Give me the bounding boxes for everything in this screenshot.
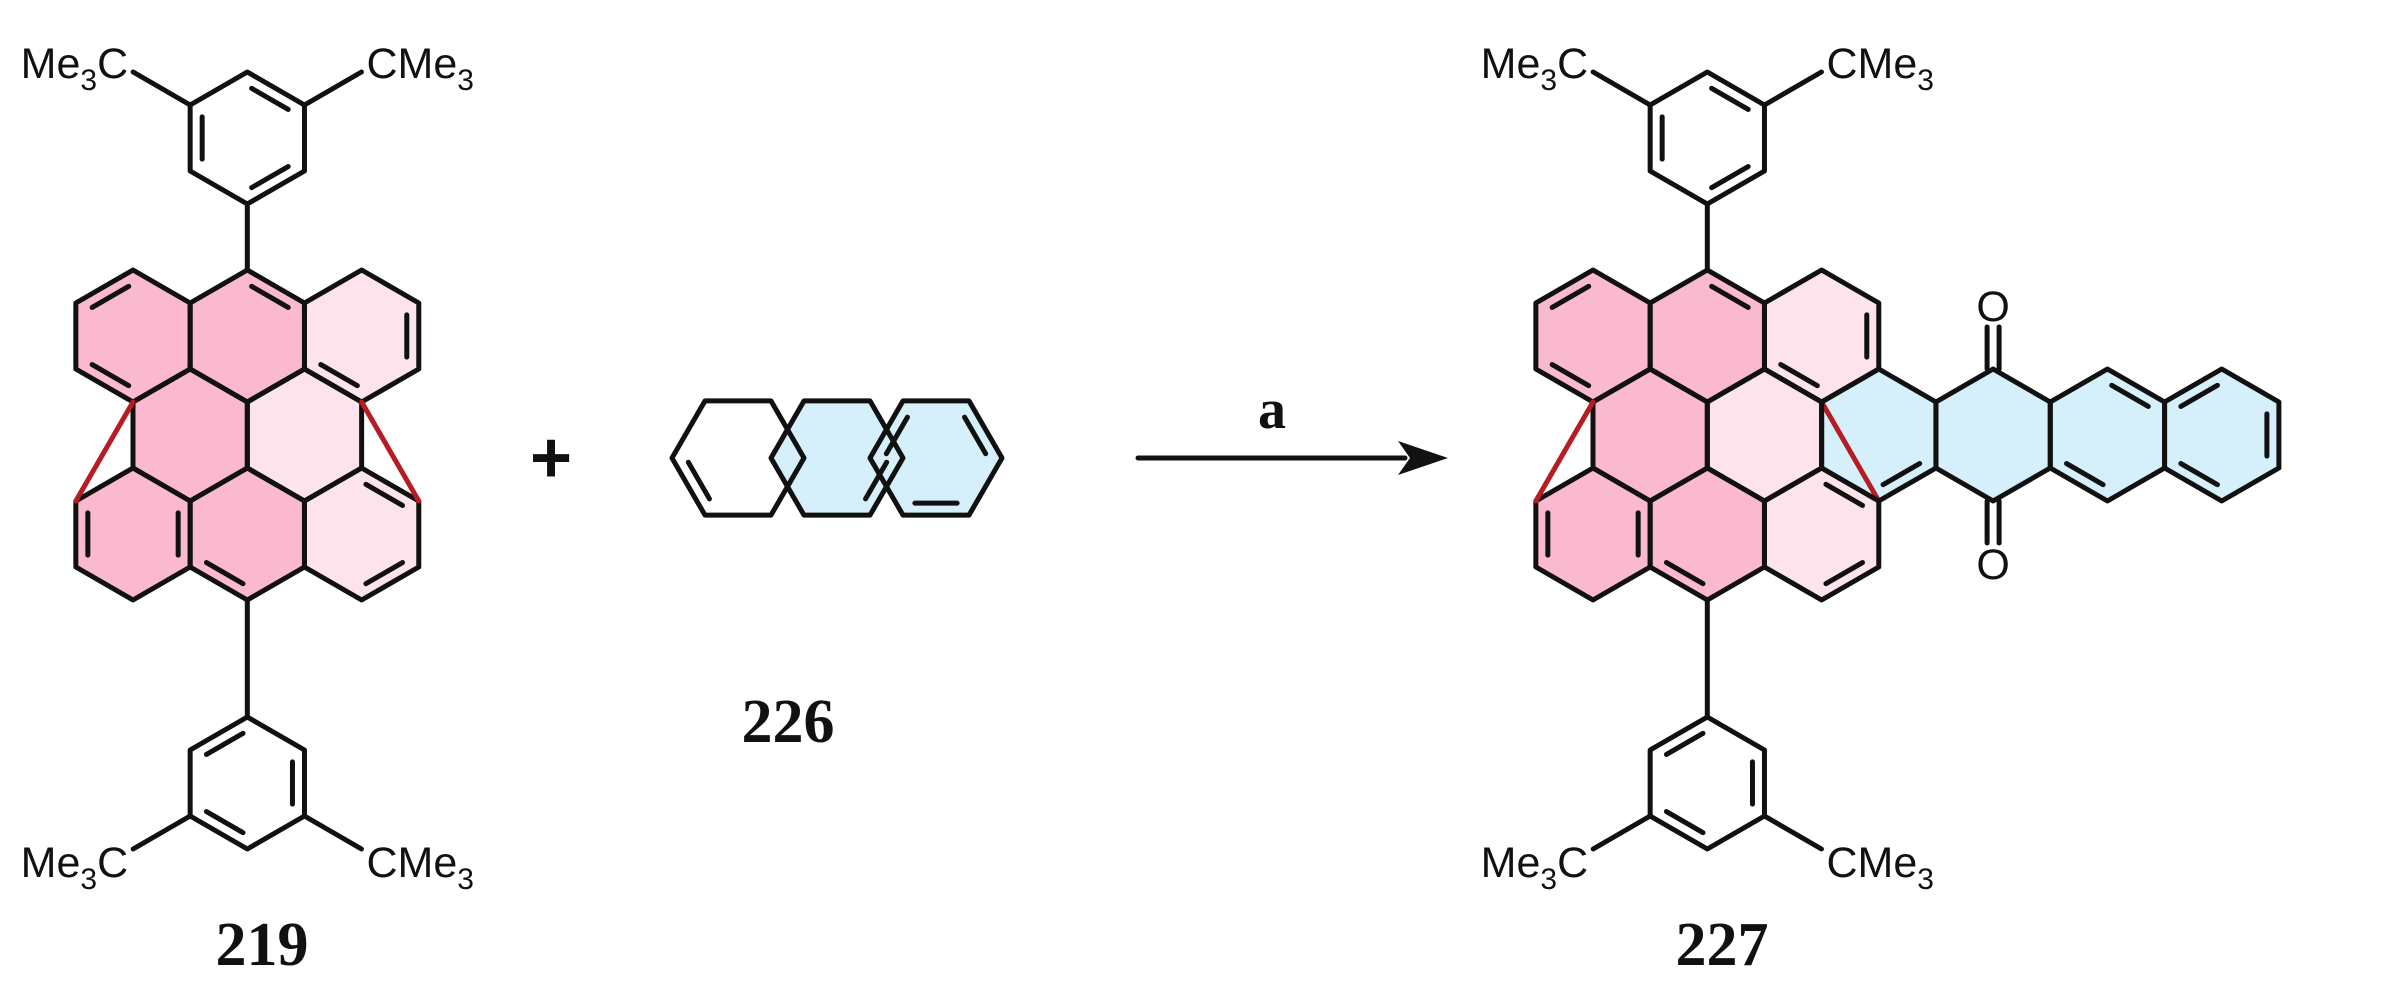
c219-bottom-aryl-ring-double-bond [203,809,246,836]
c227-new-ring-double-bond [1880,461,1923,488]
c227-bay-bond-left [1533,399,1596,504]
reaction-condition: a [1258,379,1286,441]
compound-label-219: 219 [216,911,309,979]
c219-bottom-tbu-left-bond [130,813,193,852]
bonds [73,69,2282,852]
c226-end-ring-fill [870,400,1002,516]
reaction-arrow [1135,441,1448,475]
c227-naphtho-ring-1-double-bond [2109,382,2151,409]
c227-core-ring-upper-left-double-bond [1549,283,1592,310]
c227-core-ring-center-right-fill [1707,369,1822,501]
c227-core-ring-lower-middle-double-bond [1663,560,1706,587]
c219-core-ring-center-left-fill [133,369,248,501]
compound-label-227: 227 [1676,911,1769,979]
c227-top-aryl-ring-double-bond [1709,164,1751,191]
c227-quinone-ring-fill [1935,369,2051,501]
compound-labels: 219 226 227 [216,688,1769,979]
c227-top-tbu-left-label: Me3C [1481,40,1588,97]
c227-top-tbu-right-bond [1761,69,1824,108]
c219-core-ring-lower-middle-double-bond [203,560,246,587]
c219-top-tbu-left-bond [130,69,193,108]
c219-top-aryl-ring-double-bond [249,85,291,112]
c219-top-tbu-left-label: Me3C [21,40,128,97]
c219-core-ring-upper-left-double-bond [89,283,132,310]
compound-label-226: 226 [742,688,835,756]
c227-top-tbu-right-label: CMe3 [1826,40,1933,97]
c227-bay-bond-right [1819,399,1882,504]
c227-bottom-tbu-left-label: Me3C [1481,839,1588,896]
c219-core-ring-upper-left-double-bond [89,362,132,389]
c226-quinone-ring [669,398,807,518]
c227-top-aryl-ring [1647,69,1767,207]
c227-top-tbu-left-bond [1590,69,1653,108]
c219-bottom-tbu-right-bond [301,813,364,852]
c219-top-tbu-right-label: CMe3 [366,40,473,97]
c226-quinone-ring-double-bond [685,459,712,502]
c219-core-ring-lower-right-double-bond [363,560,405,587]
c227-core-ring-upper-left-double-bond [1549,362,1592,389]
c226-end-ring-double-bond [883,414,910,457]
c227-naphtho-ring-2-fill [2164,369,2279,501]
c227-bottom-aryl-ring [1647,714,1767,852]
c219-bottom-tbu-left-label: Me3C [21,839,128,896]
c219-top-aryl-ring-double-bond [249,164,291,191]
c219-core-ring-upper-middle-double-bond [249,283,291,310]
c226-middle-ring [768,398,906,518]
c219-top-aryl-ring [187,69,307,207]
c227-naphtho-ring-2-double-bond [2178,461,2220,488]
c227-oxygen-top: O [1976,283,2009,331]
c219-bay-bond-left [73,399,136,504]
c227-oxygen-bottom: O [1976,541,2009,589]
c227-core-ring-center-left-fill [1593,369,1708,501]
c219-bottom-aryl-ring [187,714,307,852]
c227-bottom-tbu-right-bond [1761,813,1824,852]
c227-naphtho-ring-2-double-bond [2178,382,2220,409]
c219-core-ring-lower-left-fill [75,468,191,600]
c227-core-ring-lower-right-double-bond [1823,560,1865,587]
c219-top-tbu-right-bond [301,69,364,108]
c227-bottom-tbu-right-label: CMe3 [1826,839,1933,896]
c219-core-ring-lower-right-double-bond [363,481,405,508]
c226-end-ring-double-bond [962,414,989,457]
c219-core-ring-upper-right-double-bond [318,362,360,389]
c227-naphtho-ring-1-fill [2050,369,2165,501]
c219-bottom-tbu-right-label: CMe3 [366,839,473,896]
c227-naphtho-ring-2 [2162,366,2282,504]
c227-top-aryl-ring-double-bond [1709,85,1751,112]
c219-bottom-aryl-ring-double-bond [203,730,246,757]
c227-bottom-aryl-ring-double-bond [1663,809,1706,836]
c219-bay-bond-right [359,399,422,504]
c227-bottom-tbu-left-bond [1590,813,1653,852]
plus-sign: + [530,418,572,498]
c227-core-ring-upper-middle-double-bond [1709,283,1751,310]
c227-core-ring-upper-right-double-bond [1778,362,1820,389]
c227-core-ring-lower-right-double-bond [1823,481,1865,508]
c227-naphtho-ring-1-double-bond [2064,461,2106,488]
c226-middle-ring-double-bond [863,459,890,502]
c226-end-ring [867,398,1005,518]
c227-bottom-aryl-ring-double-bond [1663,730,1706,757]
c219-core-ring-center-right-fill [247,369,362,501]
c227-core-ring-lower-left-fill [1535,468,1651,600]
